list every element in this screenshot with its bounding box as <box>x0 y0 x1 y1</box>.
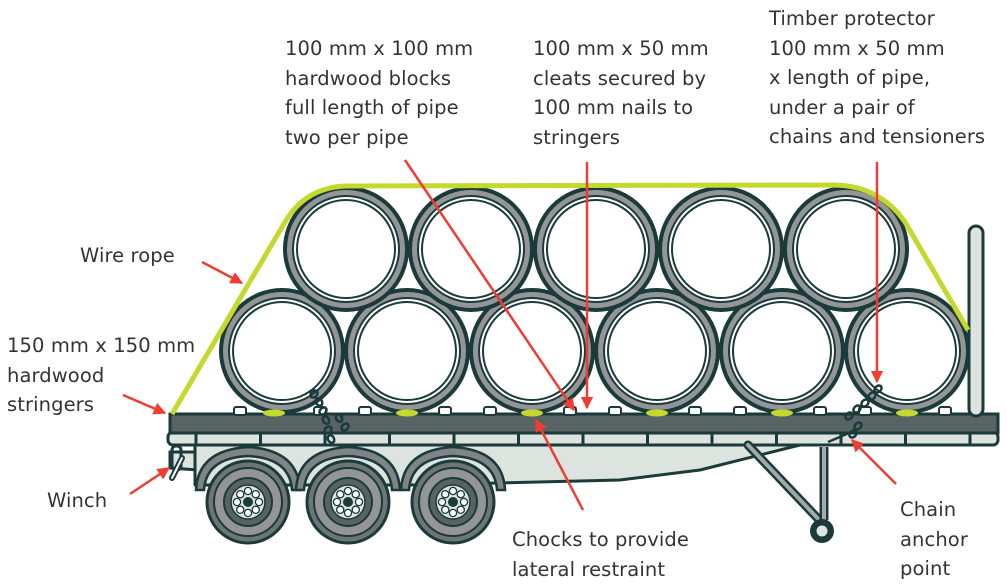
label-line: 150 mm x 150 mm <box>7 334 196 357</box>
pipe <box>283 186 409 312</box>
cleat <box>733 406 747 416</box>
chock <box>646 409 668 417</box>
label-line: point <box>900 557 951 580</box>
wheel <box>399 445 507 545</box>
pipe-stack <box>219 186 970 414</box>
cleat <box>688 406 702 416</box>
chain-left <box>309 389 350 445</box>
pipe <box>783 186 909 312</box>
label-line: 100 mm x 50 mm <box>769 36 945 60</box>
arrow-stringers <box>122 393 167 415</box>
arrow-hardwood-blocks <box>403 159 576 412</box>
label-stringers: 150 mm x 150 mm hardwood stringers <box>7 331 195 420</box>
label-line: under a pair of <box>769 95 915 119</box>
label-line: hardwood <box>7 363 105 387</box>
cleat <box>483 406 497 416</box>
label-line: Wire rope <box>80 244 175 267</box>
label-line: anchor <box>900 527 968 551</box>
pipe <box>719 288 845 414</box>
chock <box>263 409 285 417</box>
pipe <box>469 288 595 414</box>
label-line: 100 mm x 100 mm <box>285 37 474 60</box>
annotation-arrows <box>122 159 897 511</box>
wheel <box>194 445 302 545</box>
pipe <box>344 288 470 414</box>
label-line: two per pipe <box>285 125 409 149</box>
label-line: lateral restraint <box>512 557 666 581</box>
label-line: Timber protector <box>769 7 935 30</box>
pipe <box>594 288 720 414</box>
label-line: chains and tensioners <box>769 125 986 148</box>
label-line: cleats secured by <box>533 66 707 90</box>
label-line: full length of pipe <box>285 96 459 119</box>
chock <box>396 409 418 417</box>
pipe <box>408 186 534 312</box>
label-line: hardwood blocks <box>285 66 452 90</box>
cleat <box>438 406 452 416</box>
arrow-chocks <box>534 418 585 511</box>
arrow-wire-rope <box>201 260 244 285</box>
cleat <box>813 406 827 416</box>
wheels <box>194 445 507 545</box>
label-line: stringers <box>7 393 95 416</box>
cleat <box>358 406 372 416</box>
cleats <box>233 406 952 416</box>
label-line: Winch <box>47 489 108 512</box>
cleat <box>233 406 247 416</box>
chock <box>771 409 793 417</box>
label-line: 100 mm nails to <box>533 96 694 119</box>
label-line: stringers <box>533 125 621 149</box>
pipe <box>219 288 345 414</box>
label-line: Chocks to provide <box>512 528 689 551</box>
label-line: 100 mm x 50 mm <box>533 37 709 60</box>
label-chain-anchor: Chain anchor point <box>900 495 968 584</box>
arrow-chain-anchor <box>851 439 897 485</box>
label-timber-protector: Timber protector 100 mm x 50 mm x length… <box>769 4 985 152</box>
pipe <box>658 186 784 312</box>
wheel <box>294 445 402 545</box>
cleat <box>608 406 622 416</box>
label-wire-rope: Wire rope <box>80 241 175 271</box>
chocks <box>263 409 918 417</box>
cleat <box>938 406 952 416</box>
rail-posts <box>194 433 972 444</box>
chain-right <box>844 384 883 439</box>
label-hardwood-blocks: 100 mm x 100 mm hardwood blocks full len… <box>285 34 473 152</box>
label-line: x length of pipe, <box>769 66 931 89</box>
arrow-winch <box>129 466 171 496</box>
hardwood-stringer <box>168 412 1000 435</box>
wire-rope <box>169 182 971 416</box>
pipe <box>533 186 659 312</box>
winch <box>169 444 185 481</box>
label-cleats: 100 mm x 50 mm cleats secured by 100 mm … <box>533 34 709 152</box>
chock <box>896 409 918 417</box>
chock <box>521 409 543 417</box>
label-chocks: Chocks to provide lateral restraint <box>512 525 689 584</box>
rear-post <box>967 224 985 418</box>
label-line: Chain <box>900 498 957 521</box>
label-winch: Winch <box>47 486 107 516</box>
